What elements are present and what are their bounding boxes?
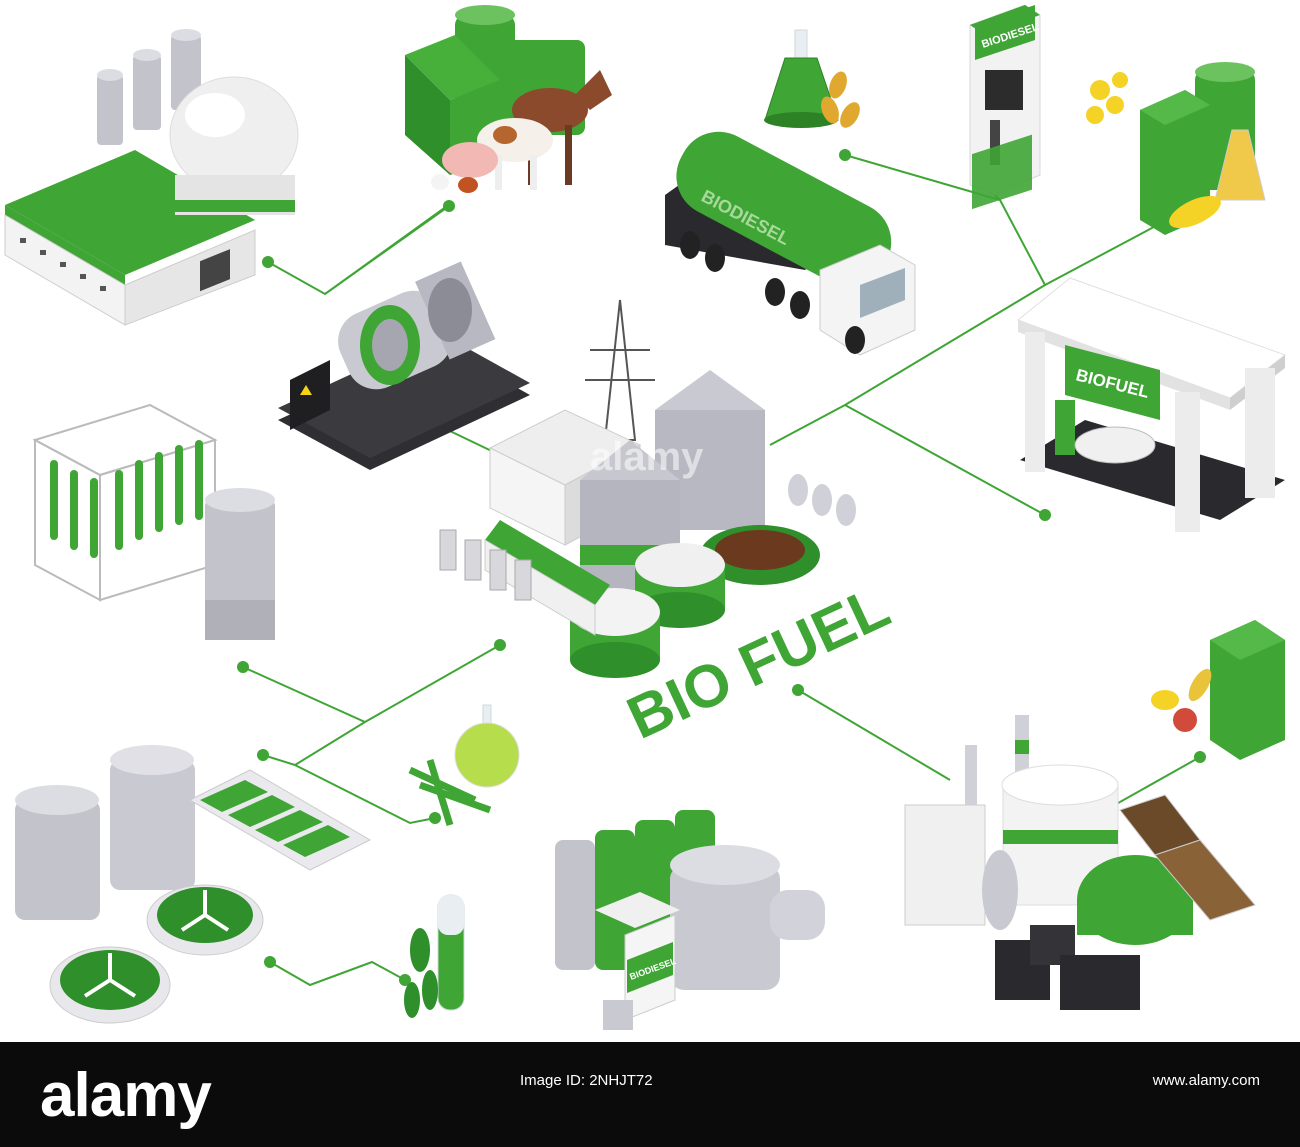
central-biofuel-refinery: [439, 299, 856, 678]
footer-site[interactable]: www.alamy.com: [1152, 1072, 1260, 1089]
flask-and-wheat: [764, 29, 860, 128]
biodiesel-tanker-truck: BIODIESEL: [665, 131, 916, 356]
footer-bar: alamy Image ID: 2NHJT72 www.alamy.com: [0, 1042, 1300, 1147]
biodiesel-production-unit: BIODIESEL: [555, 810, 825, 1030]
oil-cans-and-crops: [1086, 62, 1266, 235]
biodiesel-pump: BIODIESEL: [969, 4, 1041, 210]
food-waste-jerry-can: [1151, 620, 1285, 760]
biofuel-station: BIOFUEL: [1017, 277, 1287, 532]
algae-photobioreactor: [32, 403, 275, 640]
footer-image-id: Image ID: 2NHJT72: [520, 1072, 653, 1089]
watermark-center: alamy: [590, 435, 704, 479]
livestock-and-barrels: [405, 5, 612, 193]
seaweed-test-tube: [404, 894, 465, 1018]
algae-treatment-ponds: [15, 745, 372, 1024]
sugarcane-flask: [408, 704, 520, 827]
farm-biogas-plant: [4, 29, 299, 326]
waste-to-energy-plant: [904, 715, 1256, 1010]
footer-logo[interactable]: alamy: [40, 1061, 212, 1130]
biogas-generator: [278, 261, 530, 470]
